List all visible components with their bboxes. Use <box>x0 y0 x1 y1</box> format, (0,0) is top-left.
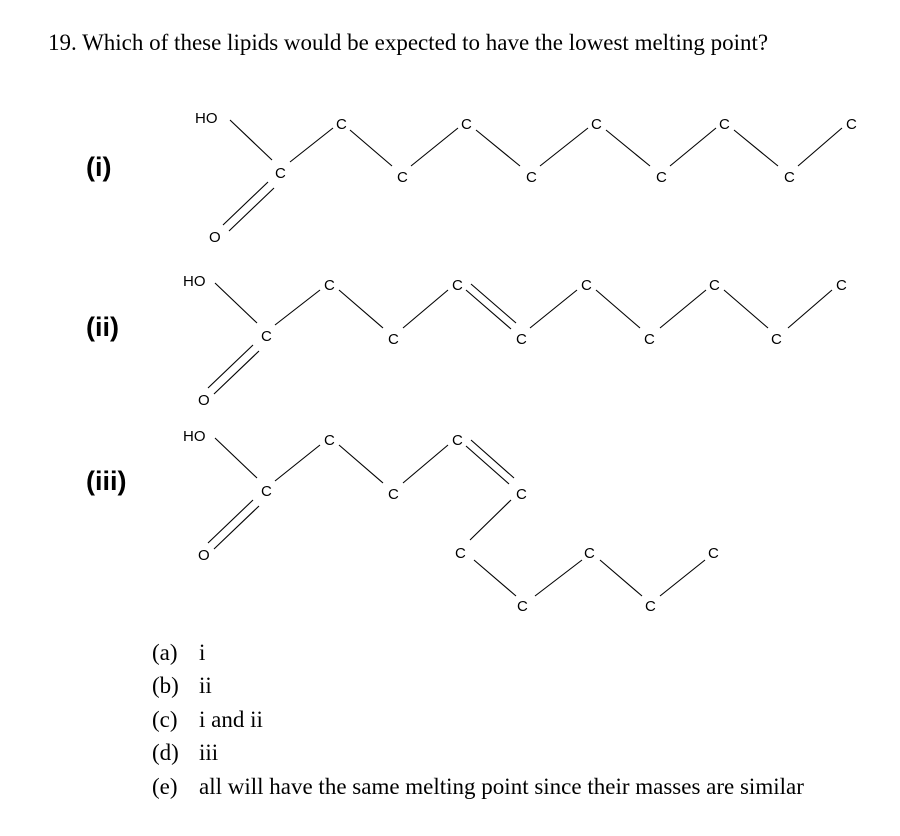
option-text: ii <box>199 673 212 699</box>
carbon-label: C <box>708 545 719 562</box>
option-letter: (b) <box>152 673 179 699</box>
option-text: all will have the same melting point sin… <box>199 773 804 799</box>
carbon-label: C <box>516 331 527 348</box>
carbon-label: C <box>261 328 272 345</box>
structure-label-ii: (ii) <box>86 312 119 342</box>
carbon-label: C <box>517 598 528 615</box>
hydroxyl-label: HO <box>183 273 206 290</box>
carbon-label: C <box>709 277 720 294</box>
structure-i: HO O C C C C C C C C C C <box>195 110 857 246</box>
carbon-label: C <box>452 432 463 449</box>
carbon-label: C <box>656 169 667 186</box>
carbon-label: C <box>784 169 795 186</box>
structure-label-iii: (iii) <box>86 466 127 496</box>
carbon-label: C <box>836 277 847 294</box>
carbon-label: C <box>719 116 730 133</box>
option-e[interactable]: (e) all will have the same melting point … <box>152 770 804 803</box>
carbon-label: C <box>846 116 857 133</box>
carbon-label: C <box>261 483 272 500</box>
option-text: iii <box>199 740 219 766</box>
carbon-label: C <box>645 598 656 615</box>
option-text: i and ii <box>199 706 263 732</box>
structure-label-i: (i) <box>86 152 112 182</box>
oxygen-label: O <box>209 229 221 246</box>
structure-iii: HO O C C C C C C C C C C <box>183 428 719 615</box>
carbon-label: C <box>324 432 335 449</box>
option-d[interactable]: (d) iii <box>152 736 804 769</box>
carbon-label: C <box>516 486 527 503</box>
option-c[interactable]: (c) i and ii <box>152 703 804 736</box>
carbon-label: C <box>581 277 592 294</box>
hydroxyl-label: HO <box>195 110 218 127</box>
option-letter: (c) <box>152 706 178 732</box>
carbon-label: C <box>324 277 335 294</box>
structure-ii: HO O C C C C C C C C C C <box>183 273 847 409</box>
carbon-label: C <box>455 545 466 562</box>
option-letter: (d) <box>152 740 179 766</box>
carbon-label: C <box>397 169 408 186</box>
carbon-label: C <box>591 116 602 133</box>
carbon-label: C <box>461 116 472 133</box>
option-letter: (a) <box>152 640 178 665</box>
carbon-label: C <box>644 331 655 348</box>
option-a[interactable]: (a) i <box>152 636 804 669</box>
carbon-label: C <box>584 545 595 562</box>
oxygen-label: O <box>198 392 210 409</box>
carbon-label: C <box>771 331 782 348</box>
carbon-label: C <box>526 169 537 186</box>
oxygen-label: O <box>198 547 210 564</box>
option-letter: (e) <box>152 773 178 799</box>
question-text: 19. Which of these lipids would be expec… <box>48 30 769 55</box>
carbon-label: C <box>336 116 347 133</box>
answer-options: (a) i (b) ii (c) i and ii (d) iii (e) all wil… <box>152 636 804 803</box>
option-b[interactable]: (b) ii <box>152 669 804 702</box>
hydroxyl-label: HO <box>183 428 206 445</box>
option-text: i <box>199 640 206 665</box>
carbon-label: C <box>452 277 463 294</box>
carbon-label: C <box>275 165 286 182</box>
carbon-label: C <box>388 486 399 503</box>
carbon-label: C <box>388 331 399 348</box>
